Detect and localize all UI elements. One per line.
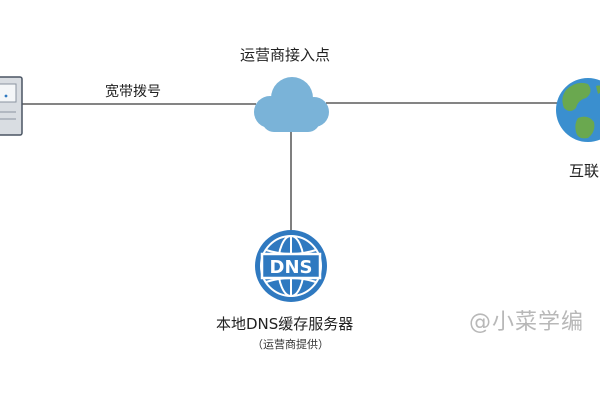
dns-badge-text: DNS (270, 257, 313, 278)
dns-server-note: （运营商提供） (252, 338, 329, 351)
internet-label: 互联 (569, 162, 600, 180)
dns-server-label: 本地DNS缓存服务器 (216, 315, 354, 333)
computer-icon (0, 76, 23, 136)
broadband-dialup-label: 宽带拨号 (105, 84, 161, 100)
watermark: @小菜学编 (469, 310, 585, 335)
isp-access-point-label: 运营商接入点 (240, 46, 331, 64)
cloud-icon (254, 77, 329, 132)
dns-globe-icon: DNS (255, 230, 327, 302)
earth-globe-icon (556, 78, 600, 142)
